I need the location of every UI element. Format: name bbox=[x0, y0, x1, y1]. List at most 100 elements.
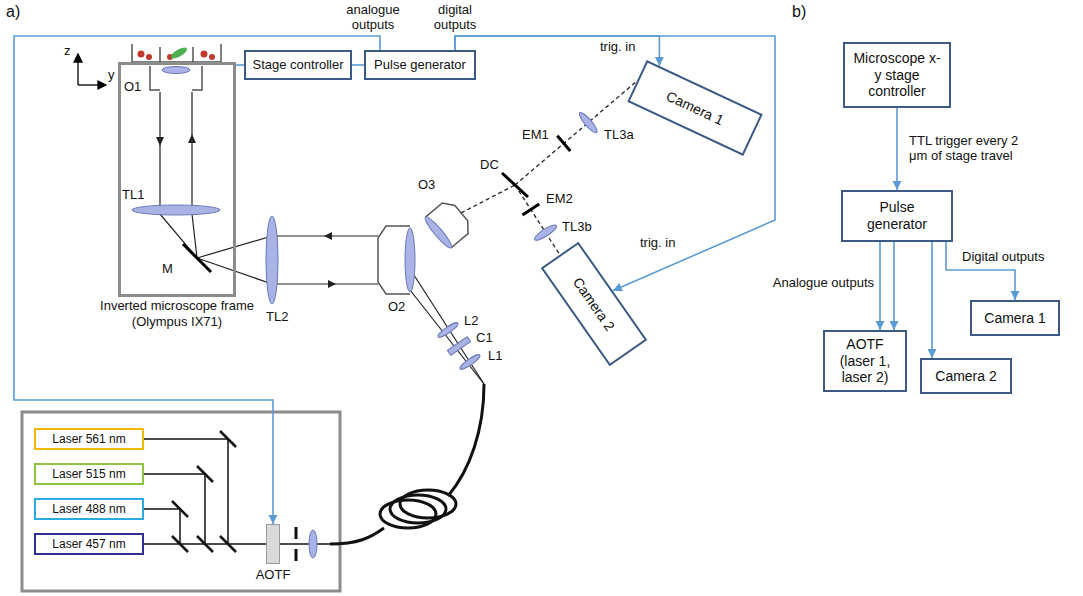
lens bbox=[132, 205, 220, 215]
illumination-optics bbox=[436, 321, 459, 340]
sample-dish bbox=[132, 44, 221, 62]
signal-label: trig. in bbox=[600, 40, 635, 55]
axis-arrows bbox=[98, 81, 106, 89]
stage-controller-box: Stage controller bbox=[244, 50, 352, 80]
node-text: Laser 488 nm bbox=[40, 502, 138, 516]
objective bbox=[422, 198, 474, 250]
component-label: L2 bbox=[464, 314, 478, 329]
component-label: EM1 bbox=[522, 128, 549, 143]
laser-box: Laser 515 nm bbox=[34, 463, 144, 485]
detection-path bbox=[515, 81, 637, 185]
connector-line bbox=[893, 242, 895, 330]
component-label: TL3a bbox=[604, 128, 634, 143]
connector-line bbox=[931, 242, 933, 358]
ray-direction-arrow bbox=[156, 137, 164, 146]
sample-dish bbox=[132, 44, 221, 62]
node-text: Camera 2 bbox=[928, 368, 1004, 385]
cells bbox=[201, 51, 208, 58]
objective bbox=[150, 66, 202, 90]
axis-arrows bbox=[74, 54, 82, 62]
axis-label: y bbox=[108, 68, 115, 83]
emission-filter bbox=[557, 136, 570, 151]
component-label: TL3b bbox=[562, 220, 592, 235]
node-text: Inverted microscope frame (Olympus IX71) bbox=[91, 298, 263, 329]
ray-direction-arrow bbox=[188, 134, 196, 143]
iris bbox=[295, 527, 298, 561]
axis-arrows bbox=[77, 61, 78, 85]
arrowhead bbox=[928, 349, 937, 358]
connector bbox=[890, 242, 899, 330]
node-text: Camera 2 bbox=[557, 257, 630, 352]
connector-line bbox=[455, 36, 659, 66]
laser-box: Laser 561 nm bbox=[34, 428, 144, 450]
laser-beams bbox=[280, 543, 330, 545]
camera-box: Camera 1 bbox=[970, 300, 1060, 336]
component-label: EM2 bbox=[546, 192, 573, 207]
illumination-optics bbox=[436, 321, 481, 372]
light-ray bbox=[412, 272, 484, 384]
light-ray bbox=[192, 214, 197, 258]
objective bbox=[150, 66, 202, 90]
camera-box: Camera 2 bbox=[920, 358, 1012, 394]
component-label: TL2 bbox=[266, 310, 288, 325]
light-ray bbox=[160, 92, 484, 384]
connector bbox=[14, 36, 380, 524]
pulse-generator-box: Pulse generator bbox=[364, 50, 476, 80]
beam-mirror bbox=[197, 466, 213, 482]
node-text: Laser 561 nm bbox=[40, 432, 138, 446]
stage-controller-box: Microscope x-y stage controller bbox=[843, 42, 951, 108]
optical-fiber bbox=[330, 384, 484, 544]
panel-letter: a) bbox=[6, 3, 20, 21]
beam-mirror bbox=[220, 536, 236, 552]
connector-line bbox=[236, 64, 244, 66]
connector bbox=[455, 36, 775, 291]
camera-box: Camera 1 bbox=[627, 60, 762, 156]
optical-fiber bbox=[448, 384, 484, 496]
cells bbox=[138, 45, 216, 60]
component-label: DC bbox=[480, 158, 499, 173]
light-ray bbox=[159, 92, 160, 206]
signal-label: digital outputs bbox=[424, 3, 486, 33]
laser-beams bbox=[144, 439, 228, 544]
beam-mirror bbox=[172, 501, 188, 517]
node-text: Stage controller bbox=[252, 57, 344, 73]
axis-label: z bbox=[64, 44, 71, 59]
laser-beams bbox=[144, 474, 205, 544]
aotf-crystal: AOTF bbox=[266, 524, 280, 564]
beam-mirror bbox=[220, 431, 236, 447]
cells bbox=[209, 54, 215, 60]
connector bbox=[236, 65, 244, 66]
beam-mirror bbox=[197, 536, 213, 552]
light-ray bbox=[410, 290, 484, 384]
edge-label: TTL trigger every 2 μm of stage travel bbox=[909, 134, 1037, 164]
illumination-optics bbox=[458, 353, 481, 372]
component-label: TL1 bbox=[122, 188, 144, 203]
component-label: O1 bbox=[124, 80, 141, 95]
ray-direction-arrow bbox=[328, 280, 336, 288]
pulse-generator-box: Pulse generator bbox=[841, 190, 953, 242]
optical-fiber bbox=[390, 495, 446, 523]
node-text: Laser 515 nm bbox=[40, 467, 138, 481]
connector bbox=[928, 242, 937, 358]
dichroic-mirror bbox=[502, 173, 528, 197]
lens bbox=[266, 216, 278, 304]
arrowhead bbox=[893, 181, 902, 190]
component-label: C1 bbox=[476, 331, 493, 346]
signal-label: Digital outputs bbox=[962, 250, 1044, 265]
connector-line bbox=[455, 36, 775, 291]
detection-path bbox=[461, 185, 515, 213]
tube-lens bbox=[533, 223, 559, 243]
arrowhead bbox=[890, 321, 899, 330]
node-text: Microscope x-y stage controller bbox=[851, 50, 943, 100]
laser-enclosure bbox=[22, 412, 340, 591]
arrowhead bbox=[1011, 291, 1020, 300]
beam-mirror bbox=[172, 536, 188, 552]
arrowhead bbox=[613, 283, 623, 291]
node-text: Laser 457 nm bbox=[40, 537, 138, 551]
connector bbox=[455, 36, 664, 66]
connector-line bbox=[896, 108, 898, 190]
component-label: L1 bbox=[488, 349, 502, 364]
connector-line bbox=[14, 36, 380, 524]
